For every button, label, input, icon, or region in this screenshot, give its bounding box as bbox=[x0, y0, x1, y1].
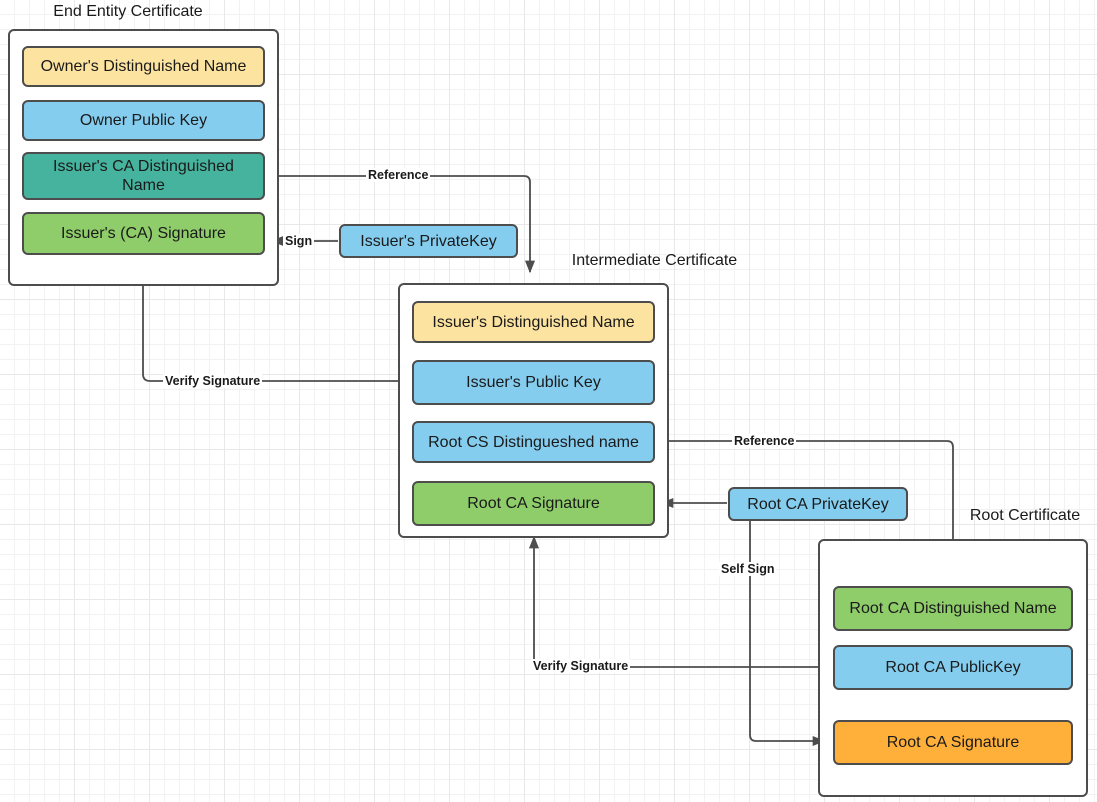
field-owner-distinguished-name[interactable]: Owner's Distinguished Name bbox=[22, 46, 265, 87]
edge-label-verify-signature-2: Verify Signature bbox=[531, 659, 631, 673]
field-root-ca-signature-intermediate[interactable]: Root CA Signature bbox=[412, 481, 655, 526]
key-root-ca-privatekey[interactable]: Root CA PrivateKey bbox=[728, 487, 908, 521]
field-issuers-ca-signature[interactable]: Issuer's (CA) Signature bbox=[22, 212, 265, 255]
edge-label-self-sign: Self Sign bbox=[719, 562, 777, 576]
field-root-cs-distingueshed-name[interactable]: Root CS Distingueshed name bbox=[412, 421, 655, 463]
field-root-ca-publickey[interactable]: Root CA PublicKey bbox=[833, 645, 1073, 690]
edge-label-reference-1: Reference bbox=[366, 168, 431, 182]
edge-self-sign bbox=[749, 521, 826, 747]
field-root-ca-distinguished-name[interactable]: Root CA Distinguished Name bbox=[833, 586, 1073, 631]
edge-label-reference-2: Reference bbox=[732, 434, 797, 448]
field-issuers-public-key[interactable]: Issuer's Public Key bbox=[412, 360, 655, 405]
end-entity-certificate-title: End Entity Certificate bbox=[53, 3, 203, 20]
field-owner-public-key[interactable]: Owner Public Key bbox=[22, 100, 265, 141]
edge-label-verify-signature-1: Verify Signature bbox=[163, 374, 263, 388]
field-issuers-distinguished-name[interactable]: Issuer's Distinguished Name bbox=[412, 301, 655, 343]
key-issuers-privatekey[interactable]: Issuer's PrivateKey bbox=[339, 224, 518, 258]
root-certificate-title: Root Certificate bbox=[969, 507, 1081, 524]
edge-label-sign-1: Sign bbox=[283, 234, 315, 248]
field-root-ca-signature[interactable]: Root CA Signature bbox=[833, 720, 1073, 765]
edge-verify-signature-2 bbox=[528, 535, 834, 668]
field-issuers-ca-distinguished-name[interactable]: Issuer's CA Distinguished Name bbox=[22, 152, 265, 200]
intermediate-certificate-title: Intermediate Certificate bbox=[571, 252, 738, 269]
